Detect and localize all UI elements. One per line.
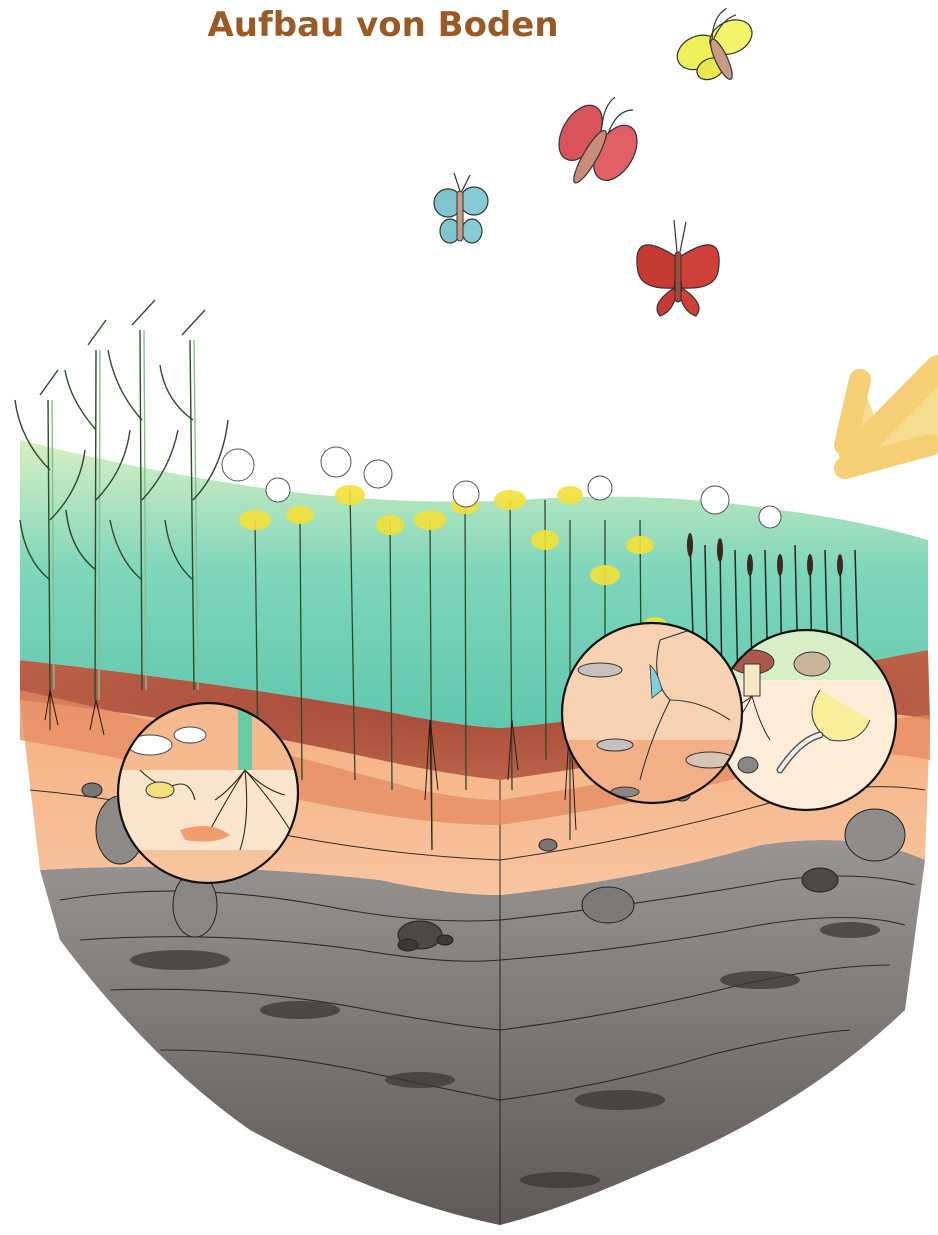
sun-arrow-icon [838, 368, 938, 470]
butterfly-yellow-icon [667, 2, 767, 96]
butterfly-blue-icon [434, 173, 488, 243]
butterfly-darkred-icon [637, 220, 719, 316]
butterfly-red-icon [542, 82, 655, 201]
diagram-title: Aufbau von Boden [207, 5, 558, 45]
bedrock-layer [40, 840, 925, 1225]
